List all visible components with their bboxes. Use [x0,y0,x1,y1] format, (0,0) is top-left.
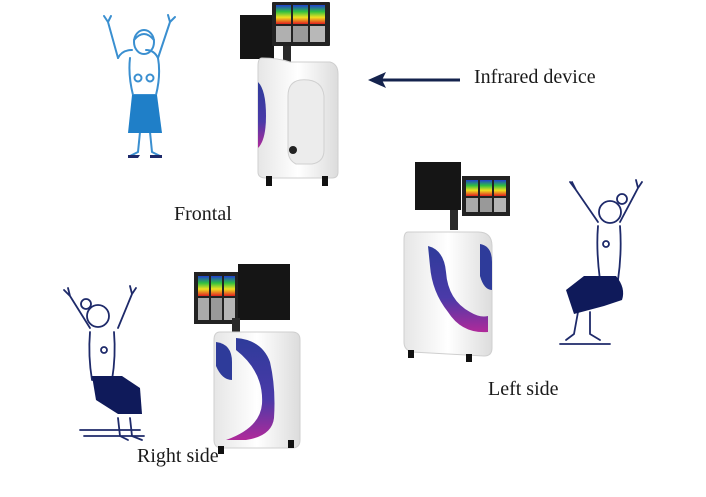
frontal-label: Frontal [174,203,232,225]
infrared-device-label: Infrared device [474,66,596,88]
left-side-figure-skirt [566,276,624,314]
right-side-label: Right side [137,445,219,467]
arrow-left-icon [368,72,460,88]
right-side-device-icon [194,264,301,454]
left-side-device-icon [403,162,510,362]
left-side-label: Left side [488,378,559,400]
left-side-figure-icon [559,179,643,345]
right-side-figure-skirt [92,376,142,414]
right-side-figure-icon [63,285,145,441]
infrared-device-icon [240,2,339,186]
frontal-figure-skirt [128,95,162,133]
frontal-figure-icon [103,14,176,157]
